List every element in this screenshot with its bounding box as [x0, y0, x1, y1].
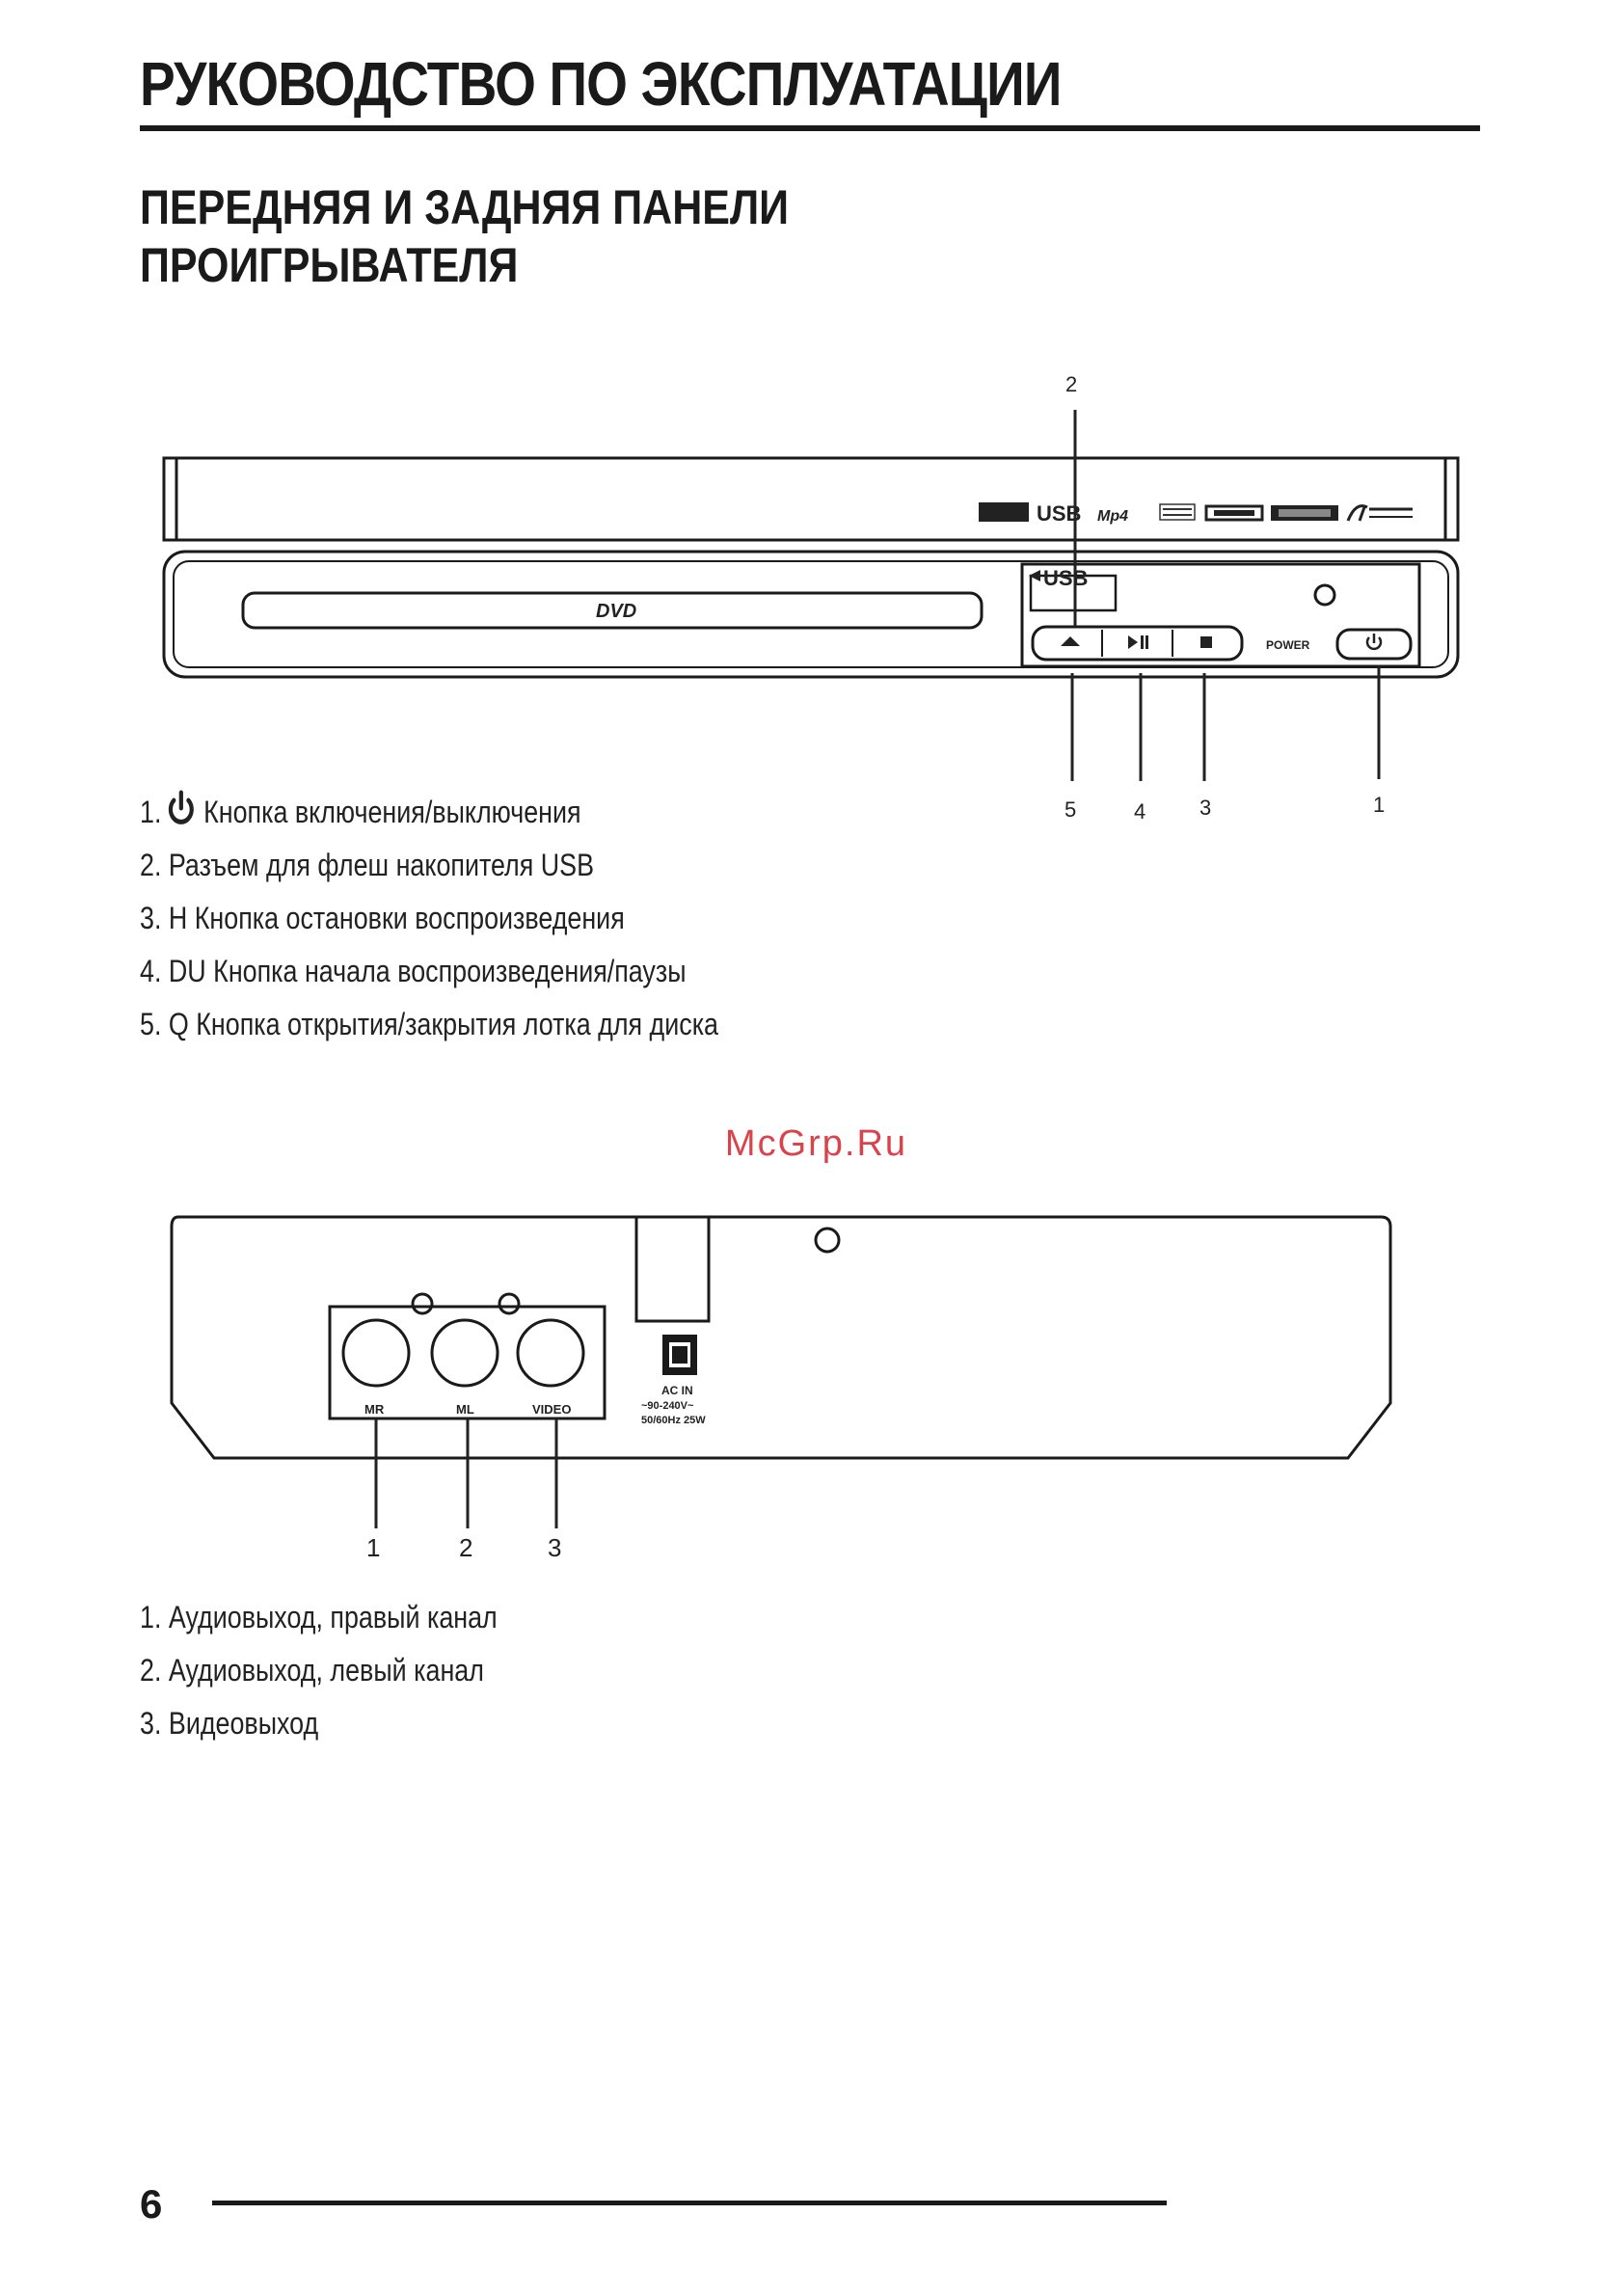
rear-callout-3: 3 [548, 1533, 561, 1562]
legend-num: 4. [140, 954, 162, 988]
legend-item-5: 5. Q Кнопка открытия/закрытия лотка для … [140, 998, 718, 1051]
jack-mr[interactable] [341, 1318, 411, 1388]
legend-text: Разъем для флеш накопителя USB [168, 848, 595, 882]
power-icon [168, 790, 194, 824]
front-callouts [1070, 410, 1381, 781]
power-button[interactable] [1335, 628, 1413, 661]
header-rule [140, 125, 1480, 131]
legend-text: Видеовыход [168, 1706, 319, 1741]
unit-front-face [162, 550, 1460, 679]
ac-in-voltage: ~90-240V~ [641, 1400, 694, 1412]
legend-num: 5. [140, 1007, 162, 1041]
play-pause-button[interactable] [1128, 635, 1148, 649]
page-number: 6 [140, 2181, 163, 2227]
rear-legend-item-1: 1. Аудиовыход, правый канал [140, 1591, 498, 1644]
legend-item-1: 1. Кнопка включения/выключения [140, 786, 718, 839]
jack-ml[interactable] [430, 1318, 499, 1388]
eject-icon [1061, 636, 1080, 646]
legend-text: H Кнопка остановки воспроизведения [168, 901, 625, 935]
section-title-line-2: ПРОИГРЫВАТЕЛЯ [140, 238, 519, 292]
jack-label-video: VIDEO [532, 1402, 571, 1417]
power-icon [1365, 634, 1383, 651]
front-legend: 1. Кнопка включения/выключения 2. Разъем… [140, 786, 718, 1051]
legend-item-2: 2. Разъем для флеш накопителя USB [140, 839, 718, 892]
usb-port[interactable]: USB [1029, 566, 1088, 590]
jack-video[interactable] [516, 1318, 585, 1388]
rear-legend: 1. Аудиовыход, правый канал 2. Аудиовыхо… [140, 1591, 498, 1750]
legend-text: Q Кнопка открытия/закрытия лотка для дис… [168, 1007, 718, 1041]
legend-num: 1. [140, 795, 162, 829]
callout-5: 5 [1065, 797, 1076, 822]
rear-callout-1: 1 [366, 1533, 380, 1562]
legend-num: 2. [140, 1653, 162, 1688]
unit-top-body [162, 456, 1460, 542]
rear-callout-2: 2 [459, 1533, 472, 1562]
legend-text: Кнопка включения/выключения [203, 795, 581, 829]
mp4-logo-text: Mp4 [1097, 508, 1128, 525]
power-label: POWER [1266, 638, 1310, 652]
legend-num: 1. [140, 1600, 162, 1634]
callout-1: 1 [1373, 793, 1385, 817]
rear-legend-item-3: 3. Видеовыход [140, 1697, 498, 1750]
jack-label-mr: MR [364, 1402, 385, 1417]
button-strip [1031, 625, 1244, 662]
stop-icon [1200, 636, 1212, 648]
legend-num: 3. [140, 901, 162, 935]
stop-button[interactable] [1200, 636, 1212, 648]
footer-rule [212, 2201, 1167, 2205]
watermark: McGrp.Ru [724, 1123, 908, 1164]
jack-label-ml: ML [456, 1402, 474, 1417]
legend-num: 3. [140, 1706, 162, 1741]
rear-legend-item-2: 2. Аудиовыход, левый канал [140, 1644, 498, 1697]
rear-body [170, 1215, 1392, 1460]
usb-port-label: USB [1043, 566, 1088, 590]
legend-text: Аудиовыход, правый канал [168, 1600, 498, 1634]
rear-callouts [374, 1418, 558, 1528]
ac-in-label: AC IN [661, 1384, 693, 1397]
callout-4: 4 [1134, 799, 1145, 824]
legend-text: Аудиовыход, левый канал [168, 1653, 484, 1688]
legend-item-4: 4. DU Кнопка начала воспроизведения/пауз… [140, 945, 718, 998]
callout-3: 3 [1199, 796, 1211, 820]
legend-text: DU Кнопка начала воспроизведения/паузы [168, 954, 687, 988]
eject-button[interactable] [1061, 636, 1080, 646]
section-title: ПЕРЕДНЯЯ И ЗАДНЯЯ ПАНЕЛИ ПРОИГРЫВАТЕЛЯ [140, 178, 789, 294]
callout-2: 2 [1065, 372, 1077, 396]
ac-in-socket[interactable] [662, 1335, 697, 1375]
section-title-line-1: ПЕРЕДНЯЯ И ЗАДНЯЯ ПАНЕЛИ [140, 180, 790, 234]
disc-tray-label: DVD [596, 601, 636, 622]
legend-item-3: 3. H Кнопка остановки воспроизведения [140, 892, 718, 945]
page-title: РУКОВОДСТВО ПО ЭКСПЛУАТАЦИИ [140, 49, 1062, 119]
legend-num: 2. [140, 848, 162, 882]
ac-in-rating: 50/60Hz 25W [641, 1415, 706, 1426]
play-pause-icon [1128, 635, 1148, 649]
